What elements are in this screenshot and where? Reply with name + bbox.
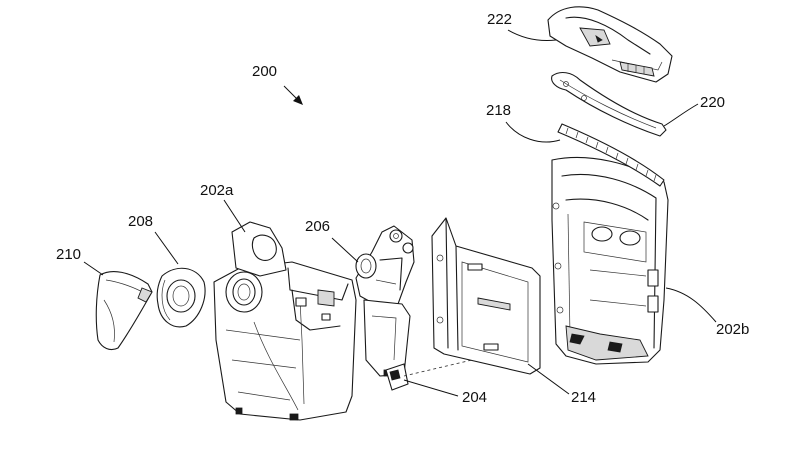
label-214: 214 bbox=[571, 389, 596, 406]
part-210-nozzle bbox=[95, 271, 153, 351]
leader-208 bbox=[154, 231, 179, 265]
label-218: 218 bbox=[486, 102, 511, 119]
leader-210 bbox=[83, 261, 104, 276]
part-218-toothed-arc bbox=[557, 123, 665, 187]
leader-202a bbox=[223, 199, 246, 233]
label-200: 200 bbox=[252, 63, 277, 80]
leader-220 bbox=[663, 103, 699, 127]
leader-222 bbox=[507, 29, 557, 41]
part-202a-front-housing bbox=[213, 221, 357, 421]
arrow-200 bbox=[283, 85, 303, 105]
label-206: 206 bbox=[305, 218, 330, 235]
label-202a: 202a bbox=[200, 182, 234, 199]
leader-214 bbox=[527, 363, 570, 395]
part-214-plate bbox=[431, 217, 541, 375]
label-220: 220 bbox=[700, 94, 725, 111]
part-204-latch bbox=[385, 359, 473, 391]
label-202b: 202b bbox=[716, 321, 749, 338]
label-204: 204 bbox=[462, 389, 487, 406]
leader-204 bbox=[403, 379, 459, 397]
part-222-top-cap bbox=[547, 6, 673, 83]
part-208-seal bbox=[156, 267, 206, 328]
part-202b-rear-housing bbox=[551, 156, 669, 365]
leader-218 bbox=[505, 121, 561, 143]
leader-202b bbox=[665, 287, 717, 323]
label-208: 208 bbox=[128, 213, 153, 230]
label-222: 222 bbox=[487, 11, 512, 28]
part-220-ring bbox=[551, 71, 667, 137]
label-210: 210 bbox=[56, 246, 81, 263]
part-206-bracket bbox=[355, 225, 415, 377]
leader-206 bbox=[331, 237, 359, 263]
